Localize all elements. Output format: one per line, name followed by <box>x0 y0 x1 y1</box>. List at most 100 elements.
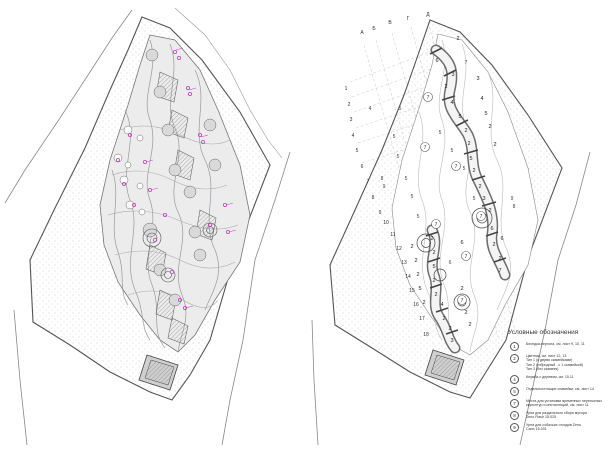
block-number: 2 <box>472 168 475 174</box>
item-label: 9 <box>511 196 514 202</box>
block-number: 4 <box>480 96 483 102</box>
legend-title: Условные обозначения <box>508 329 579 336</box>
block-number: 5 <box>418 286 421 292</box>
right-plan-building <box>424 349 465 386</box>
block-number: 7 <box>498 268 501 274</box>
block-number: 4 <box>450 100 453 106</box>
grid-col-label: А <box>360 30 364 36</box>
legend-item-line: Клумба с деревом, см. 15,11 <box>526 374 574 379</box>
legend-item-number: 2 <box>510 354 519 363</box>
legend-item-line: Тип 2 (гибридный - с 1 скамейкой) <box>526 362 583 367</box>
legend-item-line: Тип 3 (без скамеек) <box>526 367 559 372</box>
item-label: 8 <box>381 176 384 182</box>
legend-item-number: 1 <box>510 342 519 351</box>
block-number: 2 <box>460 286 463 292</box>
sculpture-marker-label: 7 <box>427 95 430 101</box>
block-number: 2 <box>430 236 433 242</box>
grid-row-label: 12 <box>396 246 402 252</box>
legend-item-text: Клумба с деревом, см. 15,11 <box>526 375 574 379</box>
item-label: 5 <box>399 106 402 112</box>
legend-item-line: скульптур и инсталляций, см. лист 11 <box>526 403 589 408</box>
legend-item-line: Места для установки временных переносных <box>526 398 603 403</box>
sculpture-markers: 7 7 7 7 7 7 7 <box>420 92 486 305</box>
item-label: 8 <box>513 204 516 210</box>
block-number: 2 <box>414 258 417 264</box>
block-number: 2 <box>493 142 496 148</box>
legend-item-line: Отдельностоящие скамейки, см. лист 14 <box>526 386 594 391</box>
sculpture-marker-label: 7 <box>455 164 458 170</box>
block-number: 5 <box>432 264 435 270</box>
grid-row-label: 16 <box>413 302 419 308</box>
block-number: 3 <box>476 76 479 82</box>
block-number: 5 <box>484 111 487 117</box>
block-number: 6 <box>490 226 493 232</box>
block-number: 3 <box>450 338 453 344</box>
grid-col-label: Д <box>426 12 430 18</box>
sculpture-marker-label: 7 <box>465 254 468 260</box>
sculpture-marker-label: 7 <box>480 214 483 220</box>
item-label: 4 <box>369 106 372 112</box>
block-number: 2 <box>498 256 501 262</box>
item-label: 5 <box>439 130 442 136</box>
grid-row-label: 9 <box>379 210 382 216</box>
grid-row-label: 2 <box>348 102 351 108</box>
legend-item-number: 9 <box>510 422 519 432</box>
item-label: 5 <box>451 148 454 154</box>
block-number: 2 <box>456 36 459 42</box>
block-number: 2 <box>444 84 447 90</box>
legend-item-number: 7 <box>510 398 519 408</box>
block-number: 2 <box>442 316 445 322</box>
legend-item: 1 Беседка-пергола, см. лист 9, 10, 11 <box>508 342 612 351</box>
grid-row-label: 5 <box>356 148 359 154</box>
grid-row-label: 8 <box>372 195 375 201</box>
item-label: 5 <box>417 214 420 220</box>
block-number: 2 <box>488 208 491 214</box>
legend-item-line: Беседка-пергола, см. лист 9, 10, 11 <box>526 342 585 346</box>
item-label: 5 <box>405 176 408 182</box>
left-plan-beds-a <box>142 48 222 345</box>
legend-item-number: 8 <box>510 410 519 420</box>
block-number: 2 <box>410 244 413 250</box>
legend-item-line: Цветник, см. лист 12, 13 <box>526 354 567 358</box>
block-number: 2 <box>488 124 491 130</box>
block-number: 3 <box>451 72 454 78</box>
grid-row-label: 4 <box>352 133 355 139</box>
block-number: 2 <box>432 250 435 256</box>
grid-row-label: 18 <box>423 332 429 338</box>
item-label: 5 <box>393 134 396 140</box>
legend-item-line: Cano 16-001 <box>526 427 547 432</box>
legend-item-text: Отдельностоящие скамейки, см. лист 14 <box>526 387 594 391</box>
grid-row-label: 14 <box>405 274 411 280</box>
block-number: 6 <box>500 236 503 242</box>
block-number: 5 <box>469 156 472 162</box>
item-label: 6 <box>449 260 452 266</box>
grid-row-label: 6 <box>361 164 364 170</box>
block-number: 2 <box>478 184 481 190</box>
block-number: 2 <box>422 300 425 306</box>
grid-row-label: 15 <box>409 288 415 294</box>
block-number: 2 <box>416 272 419 278</box>
left-plan <box>4 7 291 446</box>
right-plan <box>311 19 591 446</box>
sculpture-marker-label: 7 <box>435 222 438 228</box>
item-label: 5 <box>411 194 414 200</box>
grid-row-label: 3 <box>350 117 353 123</box>
legend-item: 7 Места для установки временных переносны… <box>508 398 612 408</box>
grid-row-label: 13 <box>401 260 407 266</box>
grid-row-label: 11 <box>390 232 395 238</box>
grid-row-label: 10 <box>383 220 389 226</box>
block-number: 2 <box>434 292 437 298</box>
item-label: 5 <box>463 166 466 172</box>
legend-item-line: Урна для собачьих отходов Zeno <box>526 422 581 427</box>
legend-item-line: Тип 1 (с двумя скамейками) <box>526 358 573 363</box>
block-number: 3 <box>482 196 485 202</box>
block-number: 5 <box>458 114 461 120</box>
block-number: 2 <box>432 278 435 284</box>
legend-item-number: 4 <box>510 374 519 384</box>
